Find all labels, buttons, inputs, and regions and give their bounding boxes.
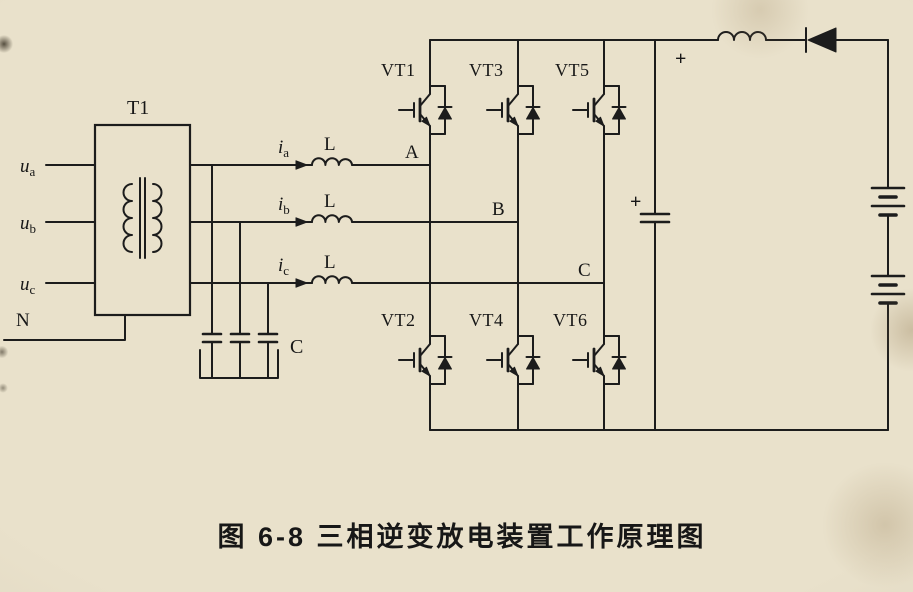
node-c-label: C — [578, 260, 591, 281]
vt5-label: VT5 — [555, 60, 590, 80]
transformer-label: T1 — [127, 97, 149, 119]
node-a-label: A — [405, 142, 419, 163]
dc-capacitor-plus-label: + — [630, 191, 641, 213]
vt6-label: VT6 — [553, 310, 588, 330]
figure-caption: 图 6-8 三相逆变放电装置工作原理图 — [217, 521, 706, 552]
neutral-label: N — [16, 310, 30, 331]
vt3-label: VT3 — [469, 60, 504, 80]
inductor-a-label: L — [324, 134, 336, 155]
dc-bus-plus-label: + — [675, 48, 686, 70]
vt4-label: VT4 — [469, 310, 504, 330]
vt2-label: VT2 — [381, 310, 416, 330]
node-b-label: B — [492, 199, 505, 220]
inductor-c-label: L — [324, 252, 336, 273]
vt1-label: VT1 — [381, 60, 416, 80]
inductor-b-label: L — [324, 191, 336, 212]
filter-capacitor-label: C — [290, 336, 303, 358]
